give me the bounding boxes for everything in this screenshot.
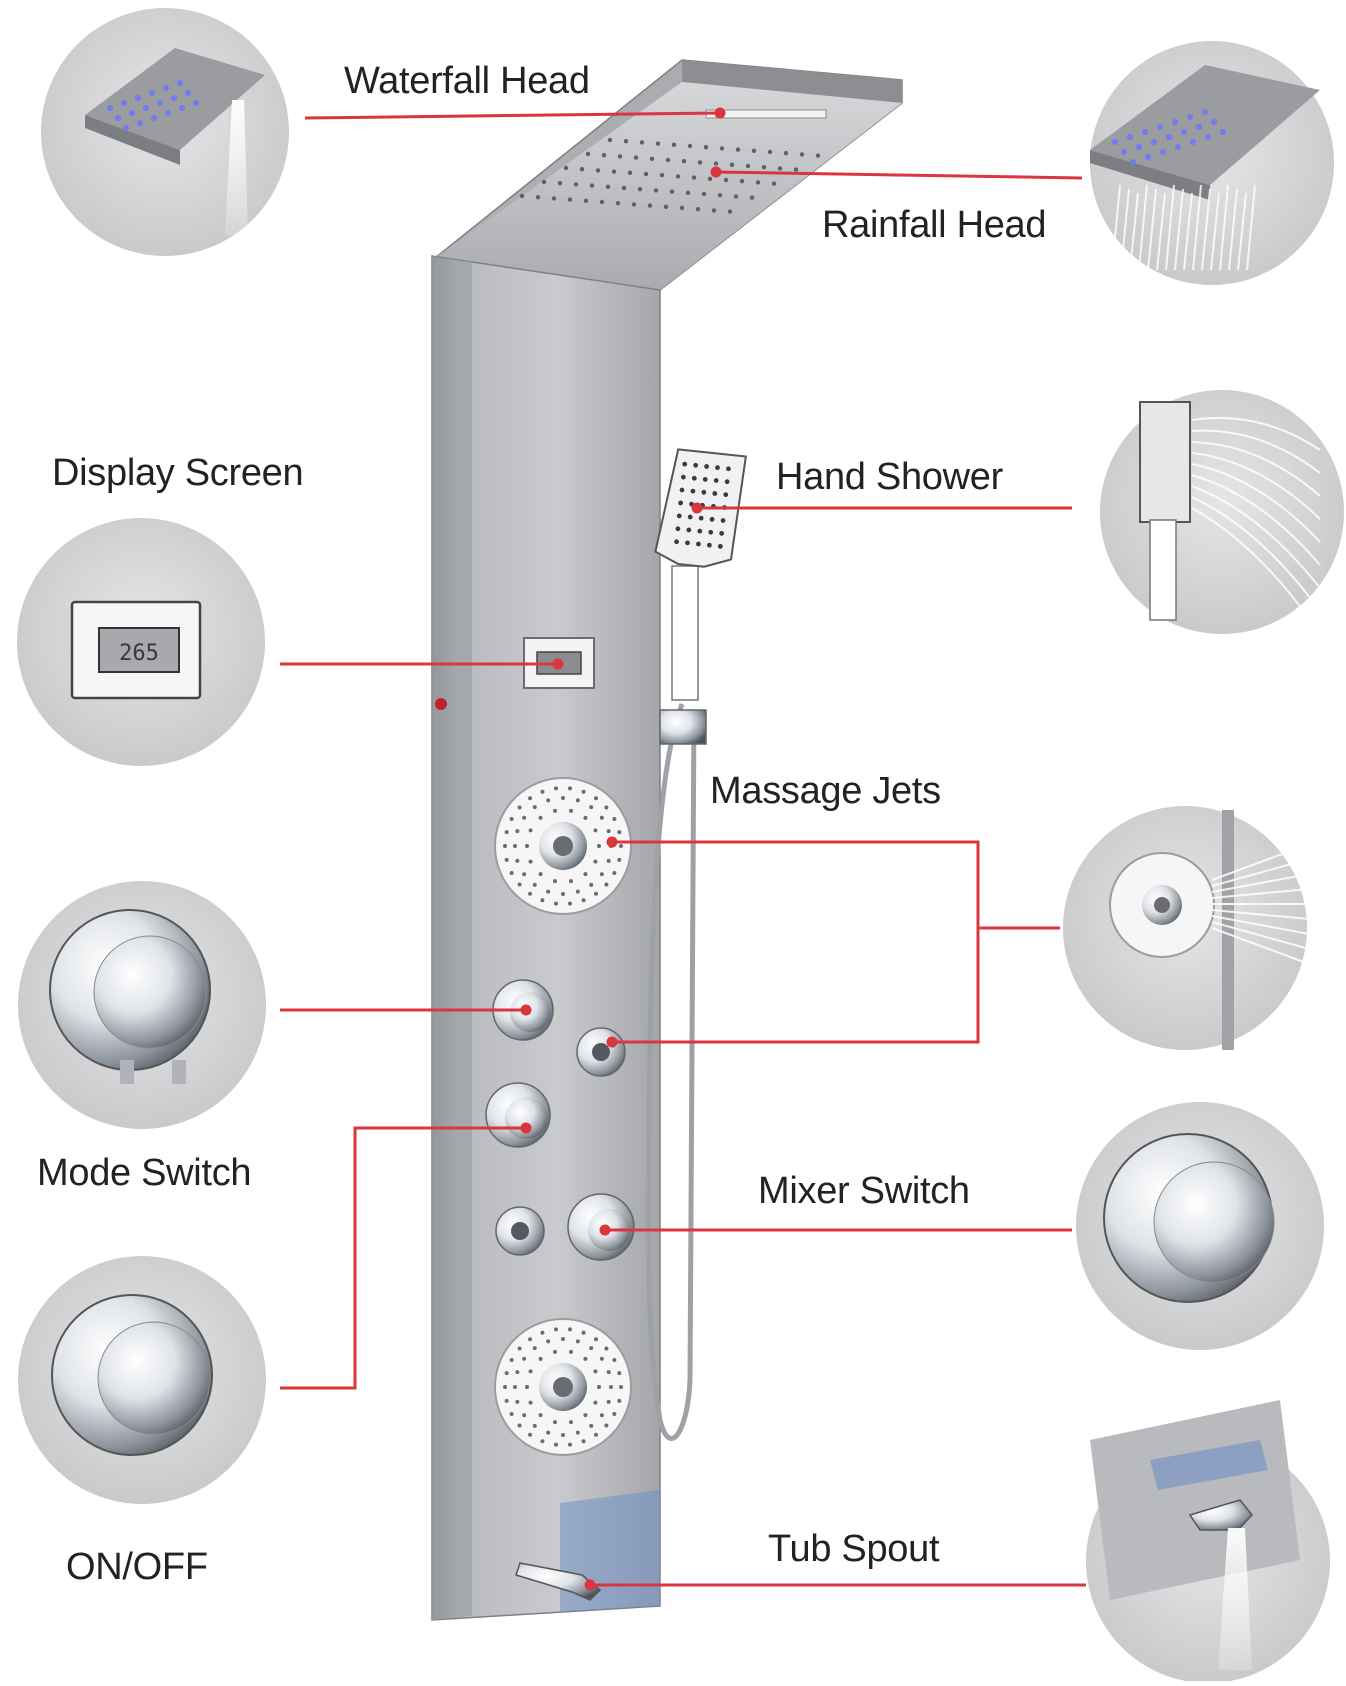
- label-hand-shower: Hand Shower: [776, 456, 1003, 498]
- on-off-knob: [485, 1082, 551, 1148]
- label-on-off: ON/OFF: [66, 1546, 208, 1588]
- callout-massage-jets: [1063, 806, 1321, 1050]
- rainfall-nozzles: [519, 137, 821, 214]
- label-rainfall-head: Rainfall Head: [822, 204, 1047, 246]
- callout-mode-switch: [18, 881, 266, 1129]
- label-tub-spout: Tub Spout: [768, 1528, 940, 1570]
- label-waterfall-head: Waterfall Head: [344, 60, 590, 102]
- small-jet-left: [495, 1206, 545, 1256]
- label-mode-switch: Mode Switch: [37, 1152, 252, 1194]
- leader-waterfall: [304, 111, 721, 120]
- callout-waterfall-head: [41, 8, 289, 256]
- label-display-screen: Display Screen: [52, 452, 304, 494]
- tub-spout: [515, 1562, 602, 1601]
- callout-on-off: [18, 1256, 266, 1504]
- label-massage-jets: Massage Jets: [710, 770, 941, 812]
- label-mixer-switch: Mixer Switch: [758, 1170, 970, 1212]
- callout-tub-spout: [1086, 1400, 1330, 1683]
- shower-panel: [431, 59, 903, 1621]
- leader-lines: [280, 107, 1086, 1591]
- callout-mixer-switch: [1076, 1102, 1324, 1350]
- callout-hand-shower: [1100, 390, 1344, 635]
- massage-jet-plate-upper: [494, 777, 632, 915]
- callout-rainfall-head: [1090, 41, 1334, 285]
- callout-display-screen: 265: [17, 518, 265, 766]
- display-reading: 265: [119, 641, 159, 666]
- hand-shower: [645, 448, 747, 1442]
- indicator-dot: [435, 698, 447, 710]
- massage-jet-plate-lower: [494, 1318, 632, 1456]
- small-jet-right: [576, 1027, 626, 1077]
